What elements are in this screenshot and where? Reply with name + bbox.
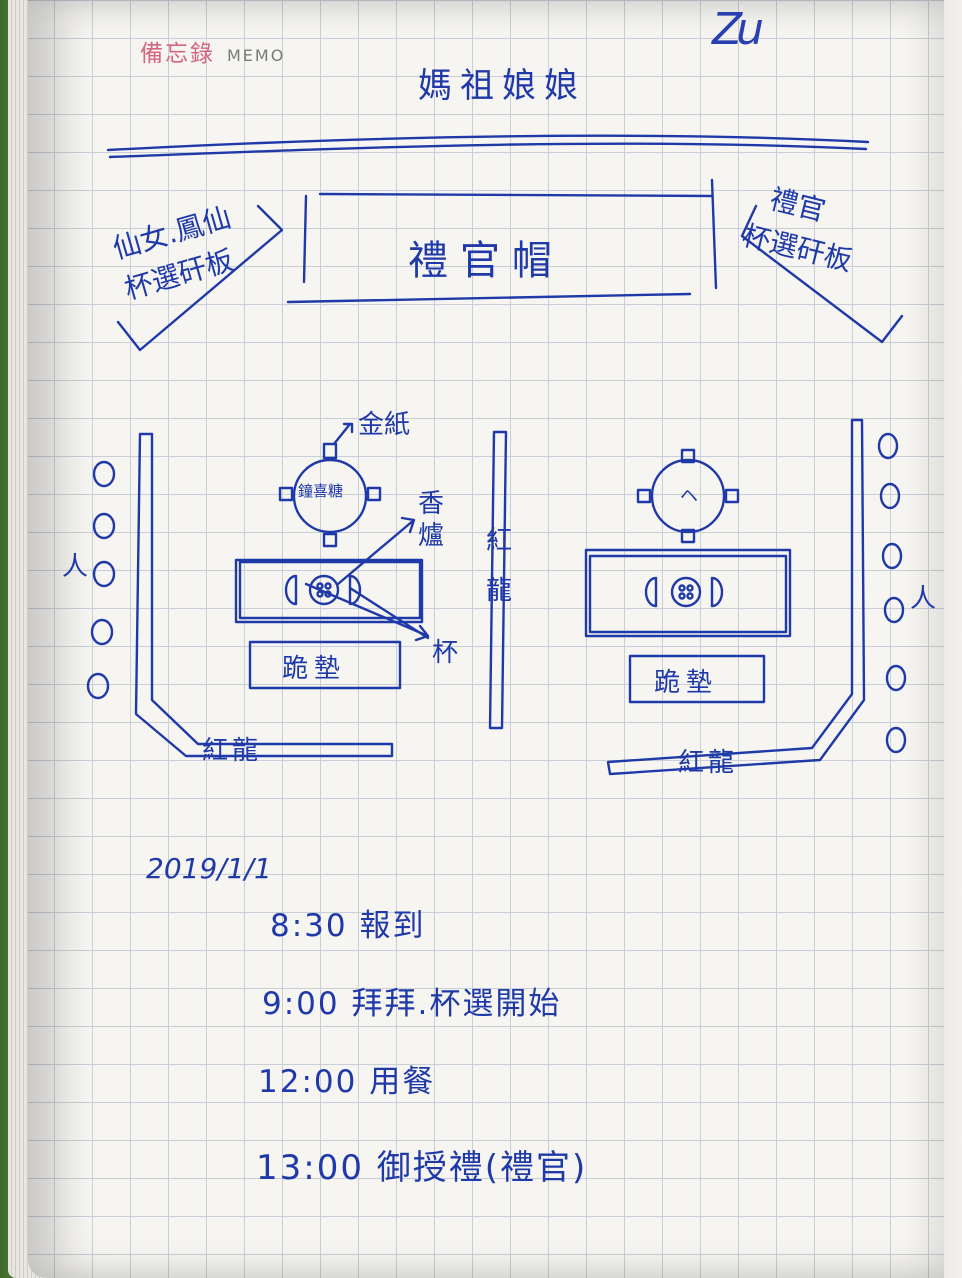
schedule-time: 12:00 [258, 1064, 358, 1100]
arrow-to-burner [336, 516, 416, 586]
left-carpet [134, 432, 394, 758]
left-people-circles [86, 460, 116, 700]
middle-carpet-label: 紅龍 [486, 526, 513, 606]
middle-carpet [488, 430, 508, 730]
banner-text: 禮官帽 [408, 238, 564, 284]
left-pot-label: 鐘喜糖 [298, 482, 344, 500]
right-cushion-label: 跪墊 [654, 668, 719, 698]
page-title: 媽祖娘娘 [418, 66, 586, 106]
grid-paper [28, 0, 944, 1278]
left-table [234, 558, 424, 624]
schedule-time: 9:00 [262, 986, 340, 1022]
right-carpet-label: 紅龍 [678, 748, 739, 778]
title-underline [106, 134, 870, 152]
schedule-item-3: 12:00 用餐 [258, 1056, 435, 1101]
right-table [584, 548, 792, 638]
left-sign-frame [116, 204, 284, 352]
schedule-item-1: 8:30 報到 [270, 900, 425, 945]
schedule-event: 報到 [359, 908, 426, 944]
schedule-time: 8:30 [270, 908, 348, 944]
right-cushion-frame [628, 654, 766, 704]
schedule-event: 拜拜.杯選開始 [351, 986, 562, 1022]
right-people-label: 人 [910, 584, 937, 614]
left-cushion-frame [248, 640, 402, 690]
left-pot [278, 422, 382, 548]
schedule-time: 13:00 [256, 1148, 364, 1188]
incense-burner-label: 香爐 [418, 489, 445, 551]
schedule-item-2: 9:00 拜拜.杯選開始 [262, 978, 561, 1023]
schedule-event: 御授禮(禮官) [376, 1148, 588, 1188]
arrow-to-cup-2 [348, 586, 430, 640]
left-carpet-label: 紅龍 [202, 736, 263, 766]
right-pot-label: ヘ [680, 486, 698, 507]
gold-paper-label: 金紙 [358, 410, 411, 440]
schedule-event: 用餐 [369, 1064, 436, 1100]
schedule-date: 2019/1/1 [146, 852, 272, 885]
right-carpet [606, 418, 866, 776]
cup-label: 杯 [432, 638, 459, 668]
memo-brand-cn: 備忘錄 [140, 41, 215, 67]
signature: Zu [712, 4, 764, 55]
left-people-label: 人 [62, 552, 89, 582]
right-people-circles [877, 432, 907, 754]
memo-header: 備忘錄 MEMO [140, 34, 285, 68]
banner-frame [286, 178, 718, 304]
schedule-item-4: 13:00 御授禮(禮官) [256, 1140, 587, 1189]
right-pot [636, 448, 740, 544]
memo-brand-en: MEMO [227, 46, 286, 65]
right-sign-frame [740, 204, 904, 344]
left-cushion-label: 跪墊 [282, 654, 347, 684]
arrow-to-cup-1 [304, 582, 430, 642]
